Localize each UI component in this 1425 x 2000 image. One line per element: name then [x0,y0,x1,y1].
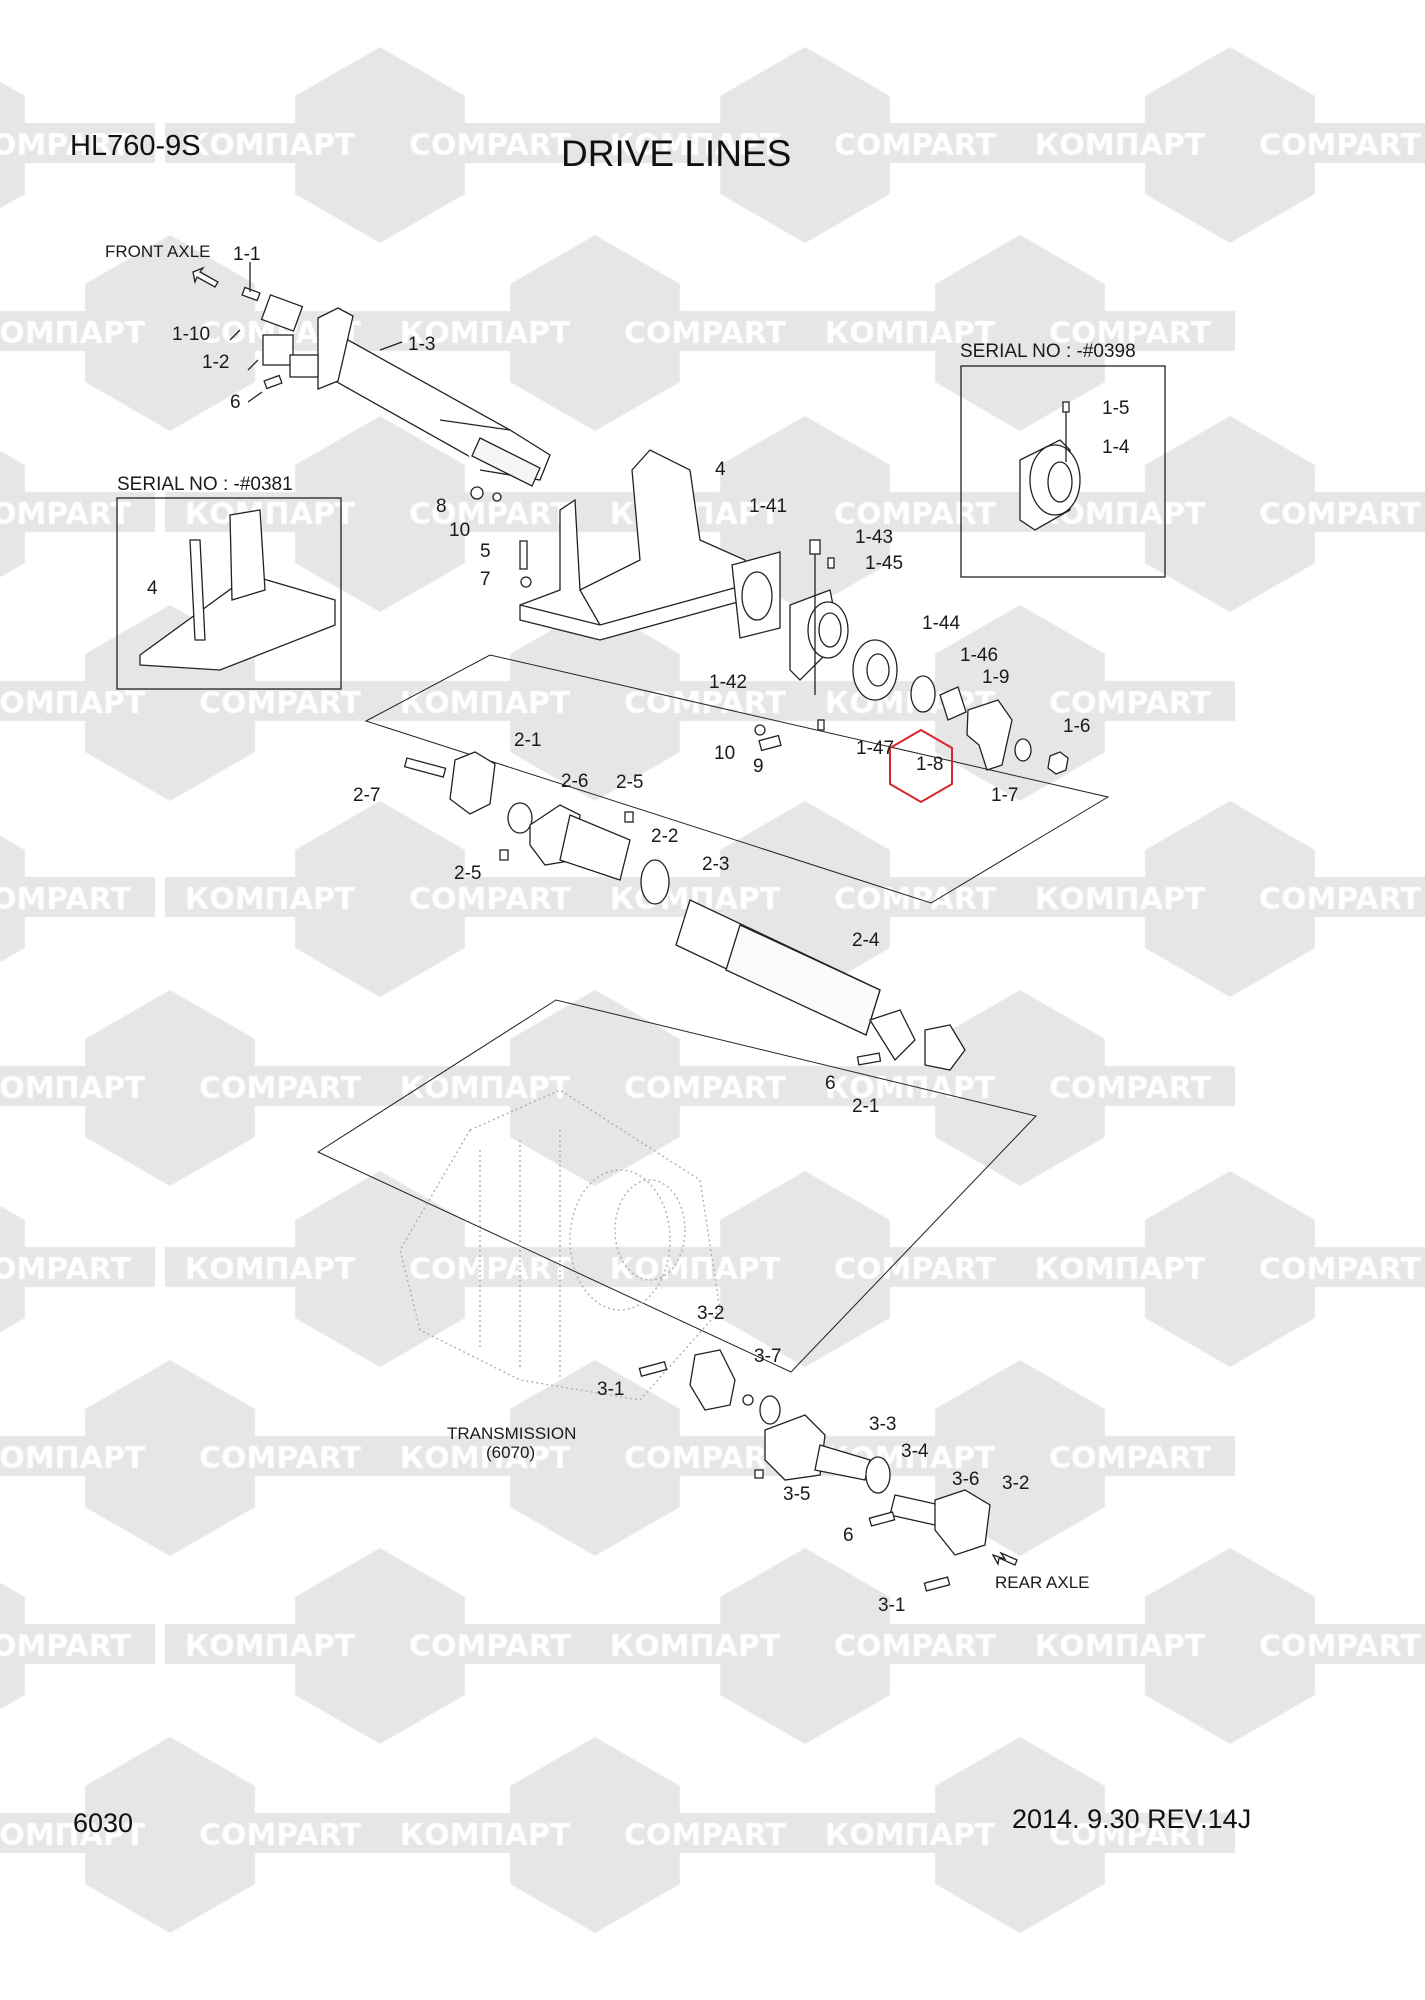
callout-4[interactable]: 4 [147,578,158,599]
callout-1-44[interactable]: 1-44 [922,613,961,634]
callout-7[interactable]: 7 [480,569,491,590]
page-number: 6030 [73,1808,134,1838]
callout-6[interactable]: 6 [230,392,241,413]
callout-1-5[interactable]: 1-5 [1102,398,1130,419]
callout-10[interactable]: 10 [449,520,471,541]
callout-1-42[interactable]: 1-42 [709,672,748,693]
callout-2-5[interactable]: 2-5 [454,863,482,884]
serial-0381-label: SERIAL NO : -#0381 [117,474,293,495]
callout-3-3[interactable]: 3-3 [869,1414,897,1435]
callout-10[interactable]: 10 [714,743,736,764]
callout-1-45[interactable]: 1-45 [865,553,904,574]
callout-4[interactable]: 4 [715,459,726,480]
callout-8[interactable]: 8 [436,496,447,517]
drive-shaft-2 [403,751,966,1071]
callout-3-2[interactable]: 3-2 [1002,1473,1030,1494]
callout-1-1[interactable]: 1-1 [233,244,261,265]
callout-2-4[interactable]: 2-4 [852,930,880,951]
callout-3-1[interactable]: 3-1 [878,1595,906,1616]
bearing-1-4 [1019,401,1081,531]
callout-1-8[interactable]: 1-8 [916,754,944,775]
callout-2-3[interactable]: 2-3 [702,854,730,875]
front-axle-label: FRONT AXLE [105,242,211,261]
callout-3-4[interactable]: 3-4 [901,1441,929,1462]
transmission-ref-label: (6070) [486,1443,536,1462]
transmission-outline [399,1089,721,1401]
callout-2-1[interactable]: 2-1 [852,1096,880,1117]
front-axle-arrow-icon [192,266,219,288]
callout-2-6[interactable]: 2-6 [561,771,589,792]
callout-1-7[interactable]: 1-7 [991,785,1019,806]
callout-3-2[interactable]: 3-2 [697,1303,725,1324]
revision-date: 2014. 9.30 REV.14J [1012,1804,1252,1834]
rear-axle-arrow-icon [991,1551,1018,1566]
callout-3-7[interactable]: 3-7 [754,1346,782,1367]
highlight-hexagon [889,728,953,804]
callout-1-9[interactable]: 1-9 [982,667,1010,688]
callout-1-43[interactable]: 1-43 [855,527,894,548]
drive-shaft-1-3 [241,286,551,487]
page-title: DRIVE LINES [561,133,792,174]
callout-3-5[interactable]: 3-5 [783,1484,811,1505]
bracket-4-early [139,509,336,671]
callout-1-6[interactable]: 1-6 [1063,716,1091,737]
callout-1-2[interactable]: 1-2 [202,352,230,373]
model-name: HL760-9S [70,130,201,162]
callout-3-6[interactable]: 3-6 [952,1469,980,1490]
serial-0398-label: SERIAL NO : -#0398 [960,341,1136,362]
serial-0398-inset-box [960,365,1166,578]
callout-1-47[interactable]: 1-47 [856,738,895,759]
callout-1-10[interactable]: 1-10 [172,324,211,345]
callout-1-46[interactable]: 1-46 [960,645,999,666]
callout-1-3[interactable]: 1-3 [408,334,436,355]
callout-6[interactable]: 6 [825,1073,836,1094]
callout-5[interactable]: 5 [480,541,491,562]
callout-6[interactable]: 6 [843,1525,854,1546]
rear-axle-label: REAR AXLE [995,1573,1090,1592]
callout-2-5[interactable]: 2-5 [616,772,644,793]
callout-2-1[interactable]: 2-1 [514,730,542,751]
callout-3-1[interactable]: 3-1 [597,1379,625,1400]
callout-1-41[interactable]: 1-41 [749,496,788,517]
serial-0381-inset-box [116,497,342,690]
drive-shaft-3 [638,1349,991,1592]
callout-1-4[interactable]: 1-4 [1102,437,1130,458]
callout-2-2[interactable]: 2-2 [651,826,679,847]
callout-9[interactable]: 9 [753,756,764,777]
transmission-label: TRANSMISSION [447,1424,577,1443]
callout-2-7[interactable]: 2-7 [353,785,381,806]
bracket-4 [519,449,746,641]
